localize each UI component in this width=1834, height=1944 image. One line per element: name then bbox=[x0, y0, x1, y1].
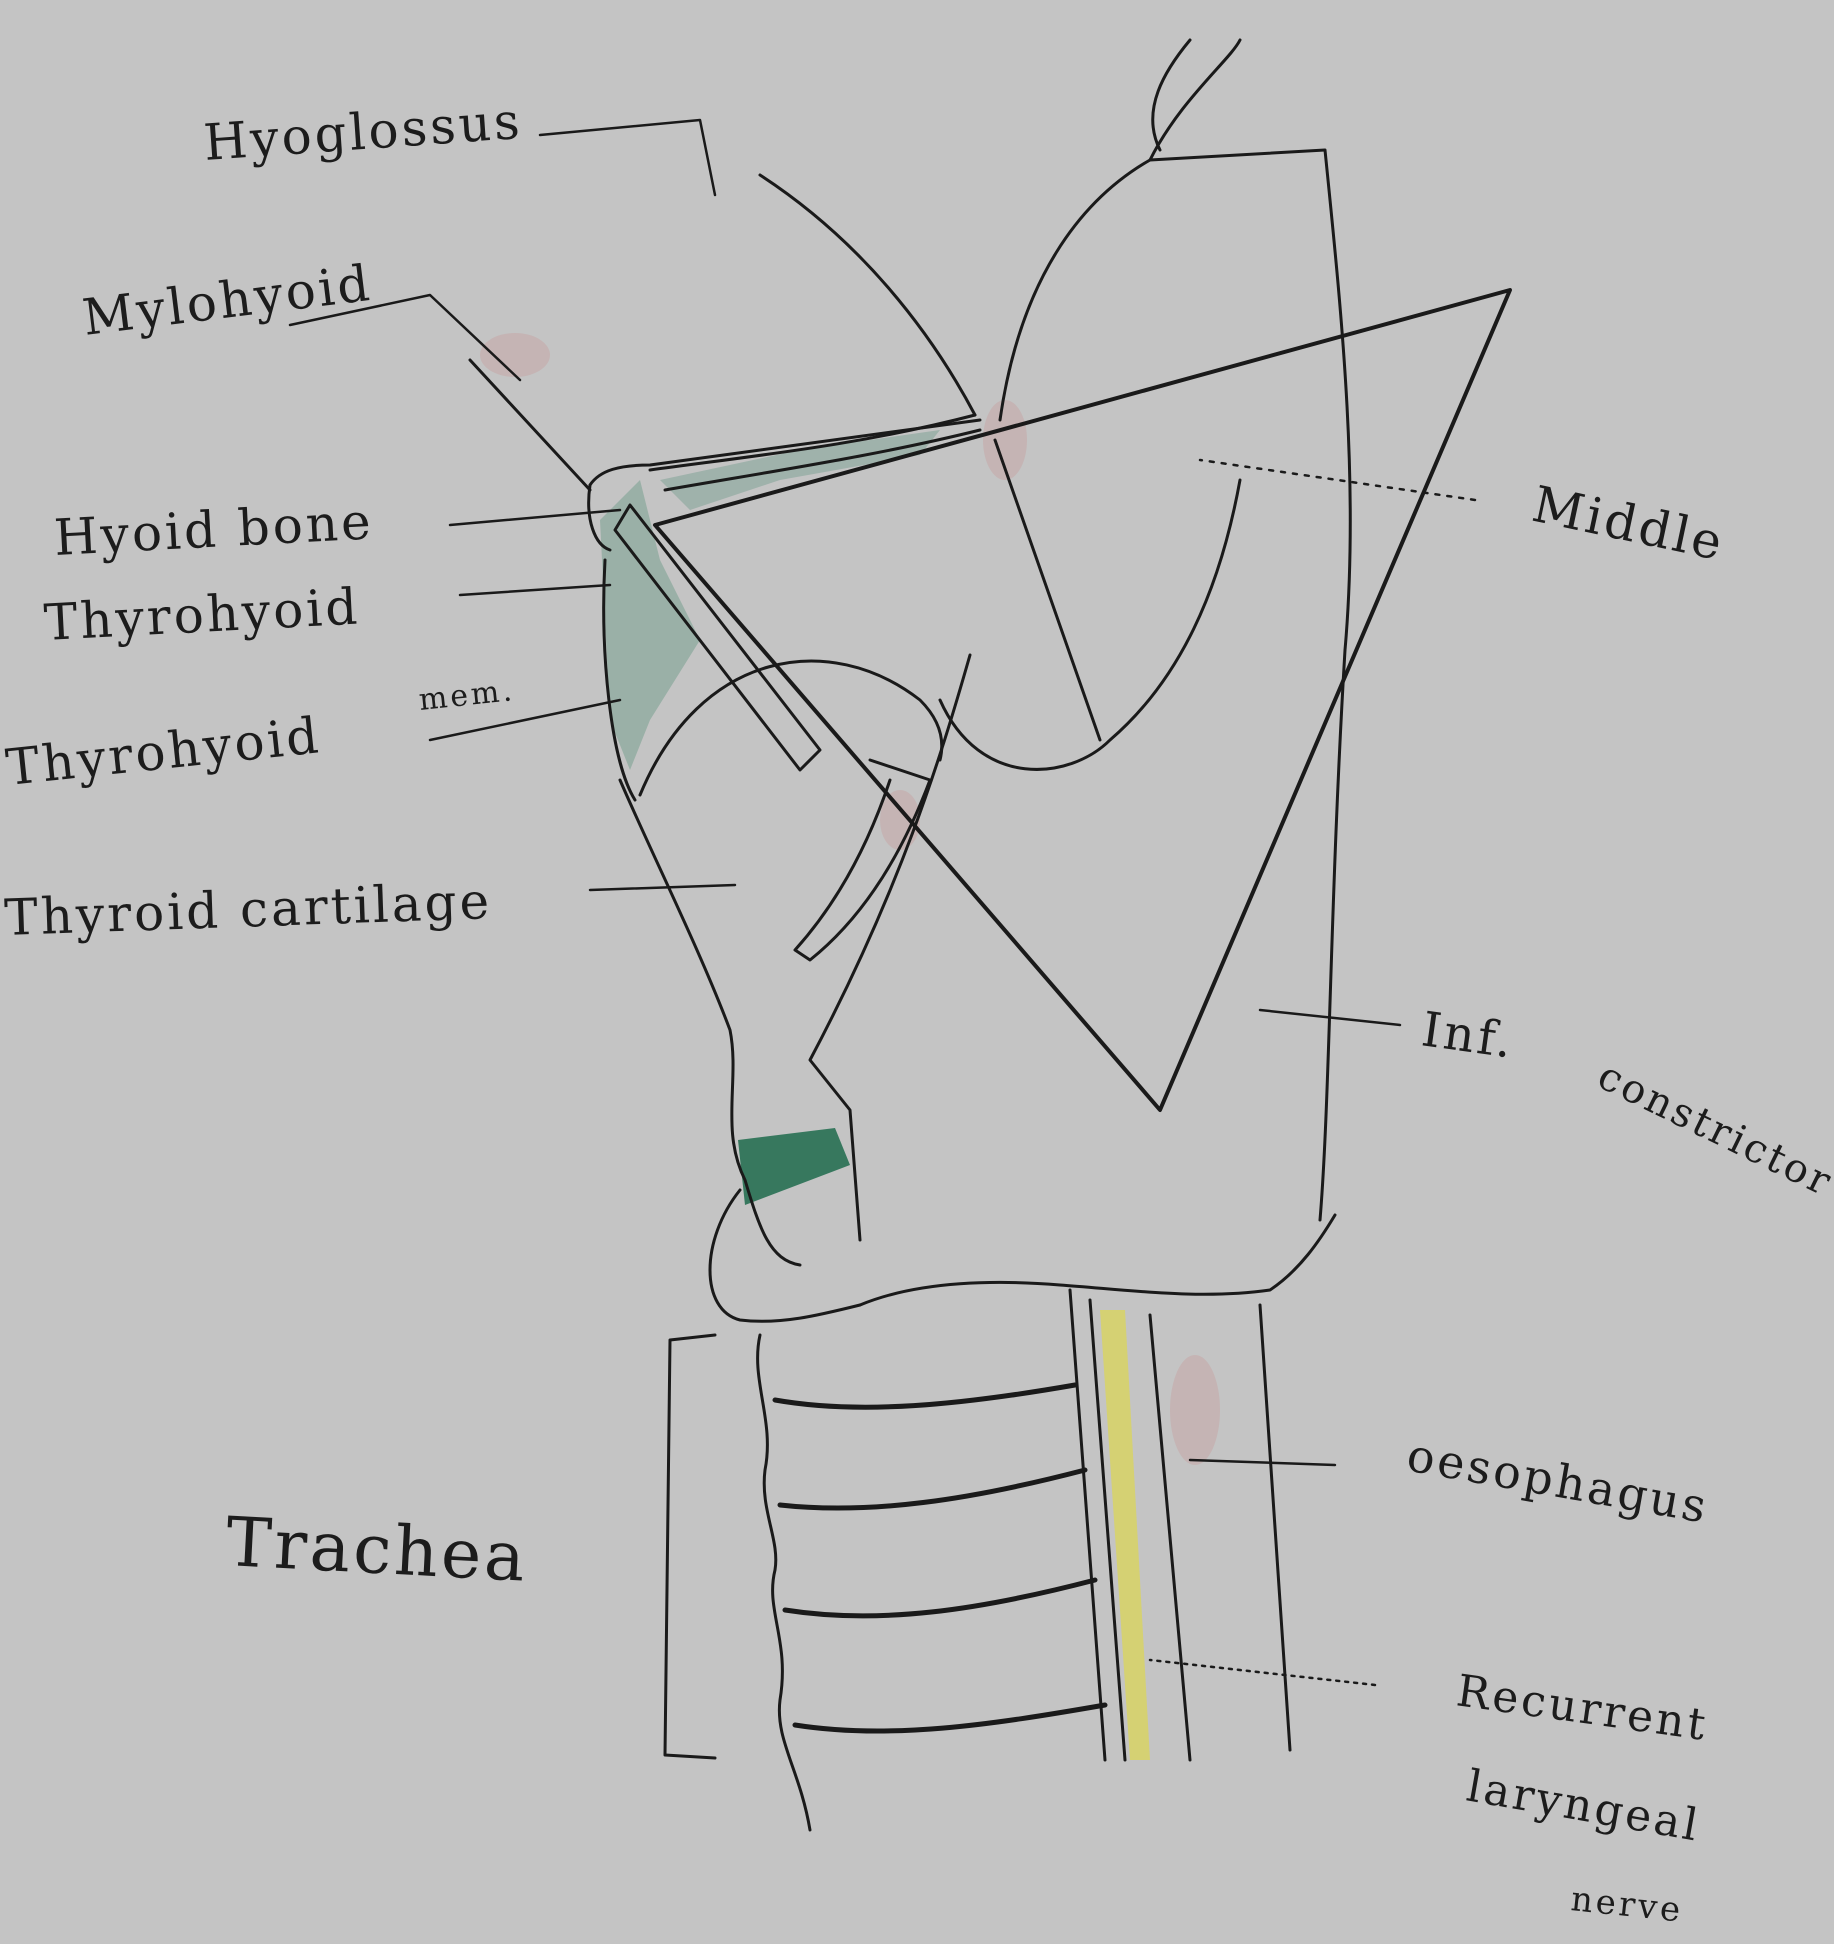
trachea-ring-1 bbox=[775, 1385, 1075, 1407]
thyrohyoid-membrane-shading bbox=[600, 480, 700, 770]
label-inf-constrictor-b: constrictor bbox=[1591, 1053, 1834, 1206]
label-recurrent-a: Recurrent bbox=[1453, 1665, 1711, 1751]
cricoid-outline bbox=[710, 1190, 860, 1321]
trachea-ring-4 bbox=[795, 1705, 1105, 1731]
oesophagus-wall-right bbox=[1260, 1305, 1290, 1750]
leader-thyroid-cartilage bbox=[590, 885, 735, 890]
label-trachea: Trachea bbox=[224, 1503, 530, 1598]
trachea-ring-3 bbox=[785, 1580, 1095, 1616]
labels: Hyoglossus Mylohyoid Hyoid bone Thyrohyo… bbox=[3, 92, 1834, 1931]
anatomy-outlines bbox=[470, 40, 1510, 1830]
label-mylohyoid: Mylohyoid bbox=[79, 254, 375, 347]
oesophagus-wall-left bbox=[1070, 1290, 1105, 1760]
ligament-strip-2 bbox=[795, 760, 930, 960]
leader-oesophagus bbox=[1190, 1460, 1335, 1465]
middle-constrictor-triangle bbox=[655, 290, 1510, 1110]
label-middle: Middle bbox=[1528, 475, 1731, 572]
hyoglossus-outline bbox=[760, 175, 975, 415]
inner-curve-2 bbox=[940, 480, 1240, 769]
green-hyoid-shading bbox=[660, 430, 940, 510]
label-thyrohyoid-mem: Thyrohyoid bbox=[3, 706, 324, 797]
label-thyrohyoid-mem-suffix: mem. bbox=[417, 673, 516, 718]
label-inf-constrictor-a: Inf. bbox=[1418, 1001, 1518, 1069]
pink-shading bbox=[480, 333, 1220, 1465]
mylohyoid-outline bbox=[470, 360, 590, 490]
label-oesophagus: oesophagus bbox=[1403, 1428, 1713, 1534]
leader-hyoglossus bbox=[540, 120, 715, 195]
label-recurrent-c: nerve bbox=[1569, 1879, 1685, 1931]
trachea-ring-2 bbox=[780, 1470, 1085, 1508]
leader-thyrohyoid bbox=[460, 585, 610, 595]
upper-pharynx-outline bbox=[1000, 40, 1240, 420]
label-hyoid-bone: Hyoid bone bbox=[53, 492, 375, 567]
cricothyroid-band bbox=[738, 1128, 850, 1205]
inner-curve-1 bbox=[995, 440, 1100, 740]
trachea-bracket bbox=[665, 1335, 715, 1758]
cricoid-lower-right bbox=[860, 1215, 1335, 1305]
leader-hyoid-bone bbox=[450, 510, 620, 525]
label-thyroid-cartilage: Thyroid cartilage bbox=[3, 872, 493, 947]
label-thyrohyoid: Thyrohyoid bbox=[43, 578, 362, 652]
label-recurrent-b: laryngeal bbox=[1463, 1761, 1704, 1852]
trachea-left-wall bbox=[758, 1335, 810, 1830]
label-hyoglossus: Hyoglossus bbox=[202, 92, 525, 172]
